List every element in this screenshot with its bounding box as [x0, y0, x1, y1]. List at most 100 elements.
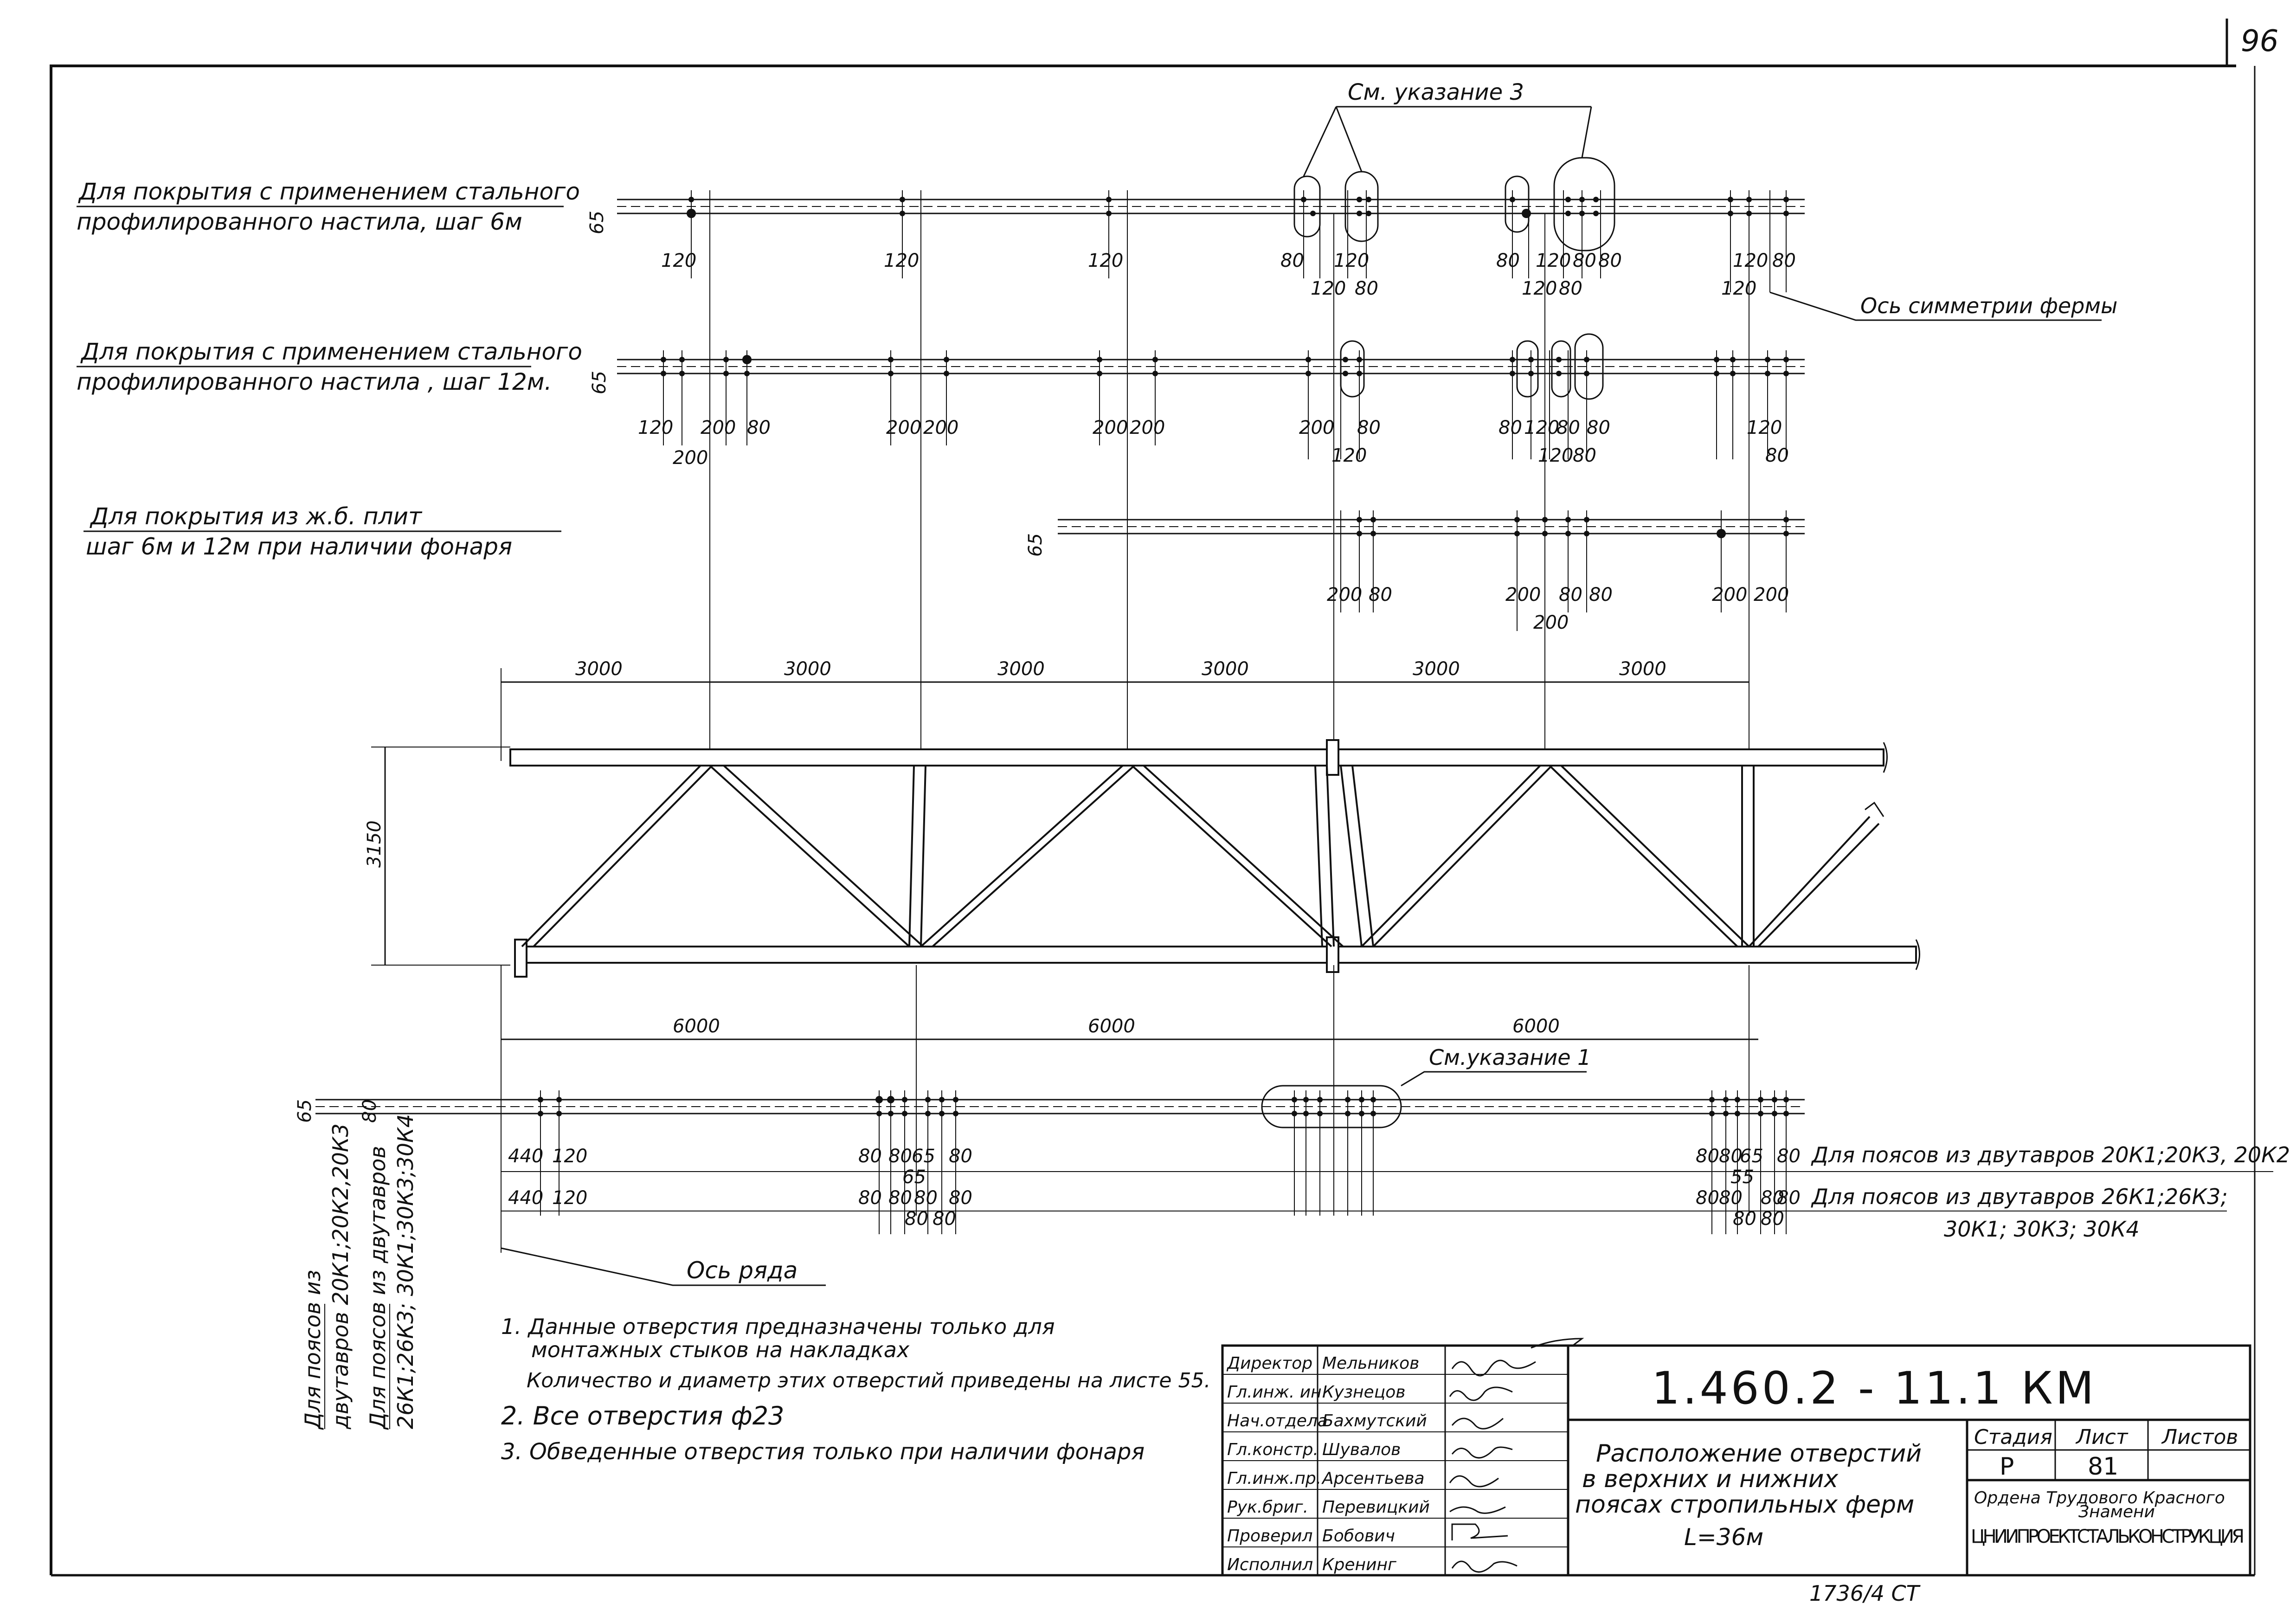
svg-text:80: 80: [359, 1099, 380, 1123]
svg-text:80: 80: [1772, 250, 1796, 271]
row3-label: Для покрытия из ж.б. плит шаг 6м и 12м п…: [84, 503, 561, 560]
svg-text:1. Данные отверстия предназнач: 1. Данные отверстия предназначены только…: [501, 1314, 1055, 1339]
svg-text:65: 65: [902, 1166, 926, 1188]
svg-text:3000: 3000: [997, 658, 1045, 680]
svg-text:80: 80: [888, 1146, 912, 1167]
svg-text:80: 80: [1733, 1208, 1756, 1230]
see-note-1-callout: См.указание 1: [1401, 1045, 1591, 1087]
svg-text:Нач.отдела: Нач.отдела: [1227, 1411, 1328, 1430]
svg-text:3000: 3000: [1619, 658, 1666, 680]
svg-text:3000: 3000: [1413, 658, 1460, 680]
svg-text:Гл.инж. ин.: Гл.инж. ин.: [1227, 1383, 1327, 1402]
svg-text:200: 200: [1754, 584, 1789, 606]
svg-text:80: 80: [914, 1187, 938, 1209]
svg-text:См. указание 3: См. указание 3: [1348, 79, 1524, 105]
svg-text:L=36м: L=36м: [1684, 1524, 1763, 1551]
frame-border: [50, 64, 2236, 1575]
drawing-designation: 1.460.2 - 11.1 КМ: [1652, 1362, 2097, 1414]
svg-text:Рук.бриг.: Рук.бриг.: [1227, 1498, 1308, 1517]
row-axis-callout: Ось ряда: [501, 1247, 826, 1286]
svg-text:3150: 3150: [364, 820, 385, 868]
svg-text:См.указание 1: См.указание 1: [1429, 1045, 1591, 1070]
svg-text:двутавров 20К1;20К2,20К3: двутавров 20К1;20К2,20К3: [328, 1123, 353, 1430]
row1-label: Для покрытия с применением стального про…: [77, 178, 580, 235]
page-number: 96: [2241, 24, 2278, 58]
svg-text:80: 80: [1499, 417, 1522, 438]
svg-text:200: 200: [673, 447, 708, 469]
svg-text:Листов: Листов: [2161, 1425, 2238, 1449]
svg-text:Исполнил: Исполнил: [1227, 1555, 1313, 1574]
svg-text:Для поясов из двутавров 26К1;2: Для поясов из двутавров 26К1;26К3;: [1811, 1184, 2228, 1209]
svg-text:3. Обведенные отверстия только: 3. Обведенные отверстия только при налич…: [501, 1439, 1145, 1465]
svg-text:120: 120: [1733, 250, 1768, 271]
svg-text:Ось симметрии фермы: Ось симметрии фермы: [1860, 293, 2117, 318]
svg-text:200: 200: [1299, 417, 1334, 438]
see-note-3-callout: См. указание 3: [1303, 79, 1592, 177]
svg-text:профилированного настила , шаг: профилированного настила , шаг 12м.: [77, 368, 552, 395]
title-block: 1.460.2 - 11.1 КМ Расположение отверстий…: [1221, 1338, 2251, 1577]
svg-text:Ордена Трудового Красного: Ордена Трудового Красного: [1974, 1488, 2225, 1507]
bottom-chord-hole-layout: 65 80 440 120 80 80 65 80 80 80 65 80 44…: [294, 1085, 1879, 1234]
svg-text:Мельников: Мельников: [1322, 1354, 1419, 1373]
svg-text:80: 80: [949, 1187, 972, 1209]
svg-text:120: 120: [661, 250, 696, 271]
svg-text:120: 120: [552, 1146, 587, 1167]
svg-text:Знамени: Знамени: [2078, 1502, 2155, 1521]
row2-hole-layout: 65 120 200 80 200: [589, 333, 1805, 469]
svg-text:80: 80: [1777, 1146, 1801, 1167]
svg-text:в верхних и нижних: в верхних и нижних: [1582, 1465, 1839, 1493]
bottom-span-dimensions: 6000 6000 6000: [501, 965, 1758, 1253]
svg-text:80: 80: [888, 1187, 912, 1209]
footer-scribble: 1736/4 CT: [1809, 1581, 1921, 1606]
svg-text:Для покрытия с применением ста: Для покрытия с применением стального: [80, 338, 582, 365]
svg-text:Для поясов из: Для поясов из: [300, 1270, 325, 1430]
svg-text:200: 200: [886, 417, 921, 438]
height-dimension: 3150: [364, 747, 510, 966]
svg-text:80: 80: [949, 1146, 972, 1167]
svg-text:120: 120: [1524, 417, 1559, 438]
svg-text:200: 200: [1505, 584, 1541, 606]
svg-text:80: 80: [1556, 417, 1580, 438]
svg-text:80: 80: [747, 417, 771, 438]
svg-text:3000: 3000: [575, 658, 623, 680]
svg-text:120: 120: [1334, 250, 1369, 271]
svg-text:80: 80: [933, 1208, 956, 1230]
right-chord-labels: Для поясов из двутавров 20К1;20К3, 20К2 …: [1807, 1142, 2290, 1242]
svg-text:80: 80: [1357, 417, 1381, 438]
svg-text:Бахмутский: Бахмутский: [1322, 1411, 1427, 1430]
truss-elevation: [509, 739, 1920, 978]
svg-text:6000: 6000: [673, 1016, 720, 1037]
svg-text:120: 120: [1311, 278, 1346, 299]
svg-text:200: 200: [1130, 417, 1165, 438]
svg-text:30К1; 30К3; 30К4: 30К1; 30К3; 30К4: [1944, 1217, 2140, 1242]
svg-text:Расположение отверстий: Расположение отверстий: [1596, 1440, 1922, 1468]
signatures: [1449, 1338, 1584, 1573]
svg-text:65: 65: [586, 211, 608, 234]
svg-text:Для поясов из двутавров: Для поясов из двутавров: [365, 1146, 390, 1430]
svg-text:80: 80: [1761, 1208, 1784, 1230]
svg-text:поясах стропильных ферм: поясах стропильных ферм: [1575, 1491, 1914, 1519]
svg-text:65: 65: [294, 1099, 315, 1123]
svg-text:80: 80: [1355, 278, 1378, 299]
svg-text:3000: 3000: [1202, 658, 1249, 680]
row1-hole-layout: 65 120 120: [586, 157, 1805, 299]
svg-text:440: 440: [508, 1187, 543, 1209]
svg-text:120: 120: [638, 417, 673, 438]
svg-text:Арсентьева: Арсентьева: [1321, 1469, 1425, 1488]
svg-text:Директор: Директор: [1226, 1354, 1312, 1373]
svg-text:65: 65: [912, 1146, 935, 1167]
svg-text:65: 65: [589, 371, 610, 394]
svg-text:80: 80: [1761, 1187, 1784, 1209]
svg-text:120: 120: [1522, 278, 1557, 299]
svg-text:80: 80: [1369, 584, 1392, 606]
svg-text:26К1;26К3; 30К1;30К3;30К4: 26К1;26К3; 30К1;30К3;30К4: [393, 1114, 418, 1429]
svg-text:Лист: Лист: [2075, 1425, 2129, 1449]
svg-text:шаг 6м и 12м при наличии фонар: шаг 6м и 12м при наличии фонаря: [86, 533, 512, 560]
svg-text:Проверил: Проверил: [1227, 1527, 1313, 1546]
svg-text:Бобович: Бобович: [1322, 1527, 1395, 1546]
svg-text:120: 120: [1721, 278, 1756, 299]
svg-text:Шувалов: Шувалов: [1322, 1440, 1401, 1459]
svg-text:200: 200: [1712, 584, 1747, 606]
symmetry-axis-callout: Ось симметрии фермы: [1769, 291, 2117, 321]
svg-text:65: 65: [1025, 533, 1046, 557]
